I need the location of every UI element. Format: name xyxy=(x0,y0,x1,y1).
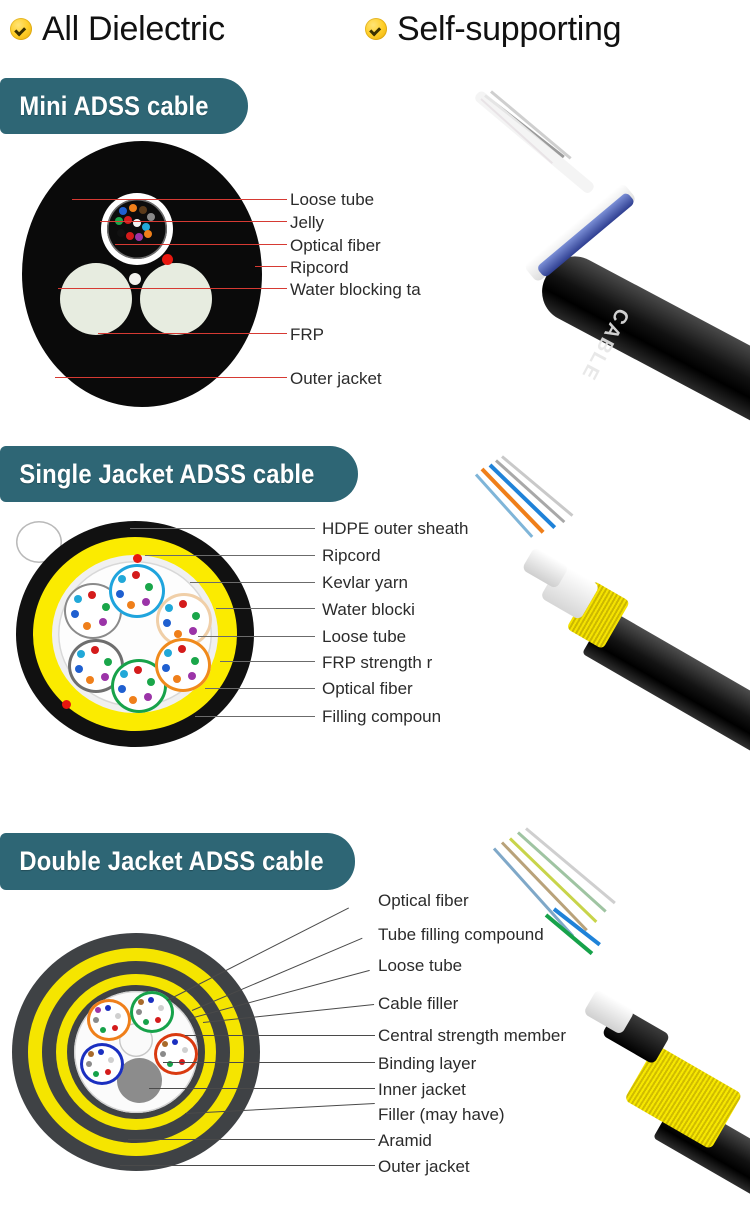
label-filling-compound: Filling compoun xyxy=(322,707,442,726)
banner-label: Mini ADSS cable xyxy=(19,90,209,121)
label-frp: FRP xyxy=(290,325,324,344)
section-banner-single-jacket-adss: Single Jacket ADSS cable xyxy=(0,446,358,502)
feature-self-supporting: Self-supporting xyxy=(365,12,621,46)
photo-double-jacket-adss-cable xyxy=(450,825,750,1223)
leader-line-ripcord xyxy=(145,555,315,556)
water-blocking-tape-dot xyxy=(129,273,141,285)
cable-filler xyxy=(117,1058,162,1103)
cross-section-single-jacket-adss xyxy=(16,521,254,747)
leader-line-outer-jacket xyxy=(55,377,287,378)
loose-tube xyxy=(87,999,131,1041)
label-frp-strength-member: FRP strength r xyxy=(322,653,433,672)
leader-line-frp-strength-member xyxy=(220,661,315,662)
loose-tube xyxy=(80,1043,124,1085)
banner-label: Single Jacket ADSS cable xyxy=(19,458,315,489)
loose-tube xyxy=(130,991,174,1033)
banner-label: Double Jacket ADSS cable xyxy=(19,846,324,876)
frp-rod-left xyxy=(60,263,132,335)
feature-label: Self-supporting xyxy=(397,10,622,48)
leader-line-aramid xyxy=(128,1139,375,1140)
leader-line-jelly xyxy=(100,221,287,222)
leader-line-ripcord xyxy=(255,266,287,267)
leader-line-water-blocking-tape xyxy=(58,288,287,289)
ripcord-dot-bottom xyxy=(62,700,71,709)
leader-line-hdpe-outer-sheath xyxy=(130,528,315,529)
leader-line-central-strength-member xyxy=(185,1035,375,1036)
leader-line-filling-compound xyxy=(195,716,315,717)
label-inner-jacket: Inner jacket xyxy=(378,1080,466,1099)
white-jacket-strip-photo xyxy=(473,89,596,196)
label-binding-layer: Binding layer xyxy=(378,1054,477,1073)
label-cable-filler: Cable filler xyxy=(378,994,459,1013)
leader-line-optical-fiber xyxy=(115,244,287,245)
optical-fiber-strand xyxy=(490,90,572,160)
leader-line-loose-tube xyxy=(198,636,315,637)
photo-single-jacket-adss-cable xyxy=(430,455,750,795)
label-aramid: Aramid xyxy=(378,1131,432,1150)
leader-line-inner-jacket xyxy=(149,1088,375,1089)
ripcord-dot-top xyxy=(133,554,142,563)
label-central-strength-member: Central strength member xyxy=(378,1026,567,1045)
leader-line-outer-jacket xyxy=(120,1165,375,1166)
section-banner-mini-adss: Mini ADSS cable xyxy=(0,78,248,134)
label-outer-jacket: Outer jacket xyxy=(290,369,382,388)
label-optical-fiber: Optical fiber xyxy=(378,891,469,910)
cable-outer-jacket-photo xyxy=(531,245,750,422)
section-banner-double-jacket-adss: Double Jacket ADSS cable xyxy=(0,833,355,890)
feature-all-dielectric: All Dielectric xyxy=(10,12,225,46)
label-loose-tube: Loose tube xyxy=(290,190,375,209)
photo-mini-adss-cable: CABLE xyxy=(455,62,750,422)
cross-section-double-jacket-adss xyxy=(12,933,260,1171)
label-loose-tube: Loose tube xyxy=(378,956,463,975)
outer-jacket-layer xyxy=(22,141,262,407)
loose-tube xyxy=(154,1033,198,1075)
leader-line-binding-layer xyxy=(163,1062,375,1063)
label-optical-fiber: Optical fiber xyxy=(290,236,381,255)
label-outer-jacket: Outer jacket xyxy=(378,1157,470,1176)
label-ripcord: Ripcord xyxy=(322,546,381,565)
check-circle-icon xyxy=(10,18,32,40)
label-optical-fiber: Optical fiber xyxy=(322,679,413,698)
loose-tube-inner xyxy=(107,199,167,259)
frp-rod-right xyxy=(140,263,212,335)
leader-line-loose-tube xyxy=(72,199,287,200)
label-water-blocking: Water blocki xyxy=(322,600,415,619)
cross-section-mini-adss xyxy=(22,141,262,407)
leader-line-optical-fiber xyxy=(205,688,315,689)
label-filler-may-have: Filler (may have) xyxy=(378,1105,505,1124)
label-loose-tube: Loose tube xyxy=(322,627,407,646)
label-hdpe-outer-sheath: HDPE outer sheath xyxy=(322,519,469,538)
leader-line-kevlar-yarn xyxy=(190,582,315,583)
leader-line-water-blocking xyxy=(216,608,315,609)
leader-line-frp xyxy=(98,333,287,334)
label-tube-filling-compound: Tube filling compound xyxy=(378,925,544,944)
label-water-blocking-tape: Water blocking ta xyxy=(290,280,421,299)
label-jelly: Jelly xyxy=(290,213,325,232)
check-circle-icon xyxy=(365,18,387,40)
ripcord-dot xyxy=(162,254,173,265)
loose-tube xyxy=(109,564,165,618)
feature-label: All Dielectric xyxy=(42,10,225,48)
optical-fiber-strand xyxy=(474,473,534,538)
label-ripcord: Ripcord xyxy=(290,258,349,277)
loose-tube xyxy=(155,638,211,692)
label-kevlar-yarn: Kevlar yarn xyxy=(322,573,408,592)
header-features: All Dielectric Self-supporting xyxy=(0,0,750,72)
